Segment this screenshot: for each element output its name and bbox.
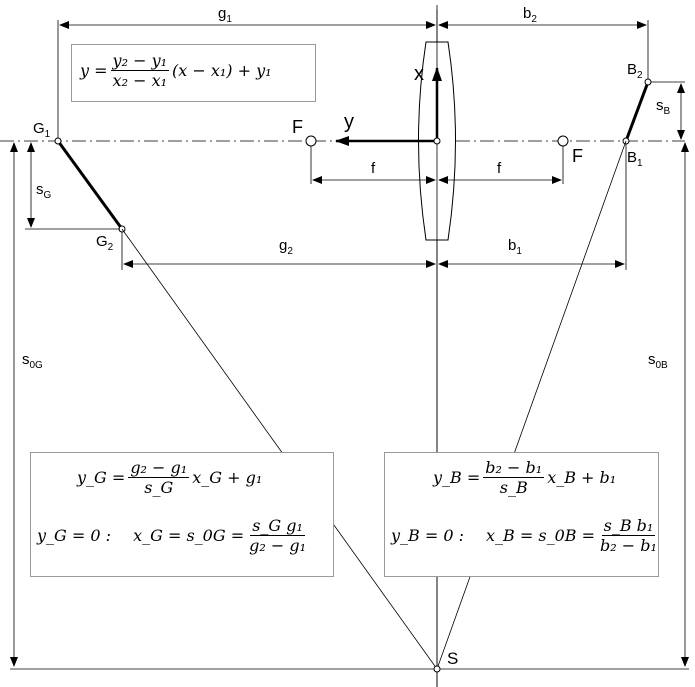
fb-row1-fraction: b₂ − b₁ s_B [483, 458, 545, 497]
fb-row1-den: s_B [499, 478, 528, 497]
formula-line-equation: y = y₂ − y₁ x₂ − x₁ (x − x₁) + y₁ [71, 44, 316, 102]
label-f-right: f [497, 160, 502, 177]
image-arrow [624, 81, 650, 142]
fg-row2-den: g₂ − g₁ [249, 536, 306, 555]
formula-object-equation: y_G = g₂ − g₁ s_G x_G + g₁ y_G = 0 : x_G… [30, 452, 334, 577]
fb-row2-cond: y_B = 0 : [391, 526, 465, 545]
point-S [433, 665, 441, 673]
fb-row2-mid: x_B = s_0B = [486, 526, 596, 545]
label-B1: B1 [627, 149, 643, 169]
fb-row2-fraction: s_B b₁ b₂ − b₁ [598, 517, 659, 554]
label-G2: G2 [96, 233, 114, 253]
label-s0B: s0B [648, 351, 668, 371]
point-B2 [644, 78, 652, 86]
fg-row2-fraction: s_G g₁ g₂ − g₁ [247, 517, 308, 554]
fg-row1-den: s_G [144, 478, 174, 497]
fg-row1-lhs: y_G = [77, 468, 126, 487]
object-arrow [56, 140, 124, 230]
label-y-axis: y [344, 111, 354, 133]
fl-rest: (x − x₁) + y₁ [172, 61, 272, 80]
label-b2: b2 [523, 5, 537, 25]
label-sG: sG [36, 181, 52, 201]
point-G1 [54, 137, 62, 145]
label-S: S [447, 649, 458, 668]
label-g1: g1 [218, 5, 232, 25]
fb-row1-lhs: y_B = [433, 468, 481, 487]
fg-row1-rest: x_G + g₁ [192, 468, 263, 487]
fg-row2-cond: y_G = 0 : [37, 526, 112, 545]
formula-image-equation: y_B = b₂ − b₁ s_B x_B + b₁ y_B = 0 : x_B… [384, 452, 659, 577]
fg-row1-fraction: g₂ − g₁ s_G [128, 458, 190, 497]
ray-G2-to-S [121, 228, 438, 670]
fg-row2-num: s_G g₁ [250, 516, 305, 536]
fg-row2-mid: x_G = s_0G = [133, 526, 245, 545]
focal-point-left [305, 135, 317, 147]
label-sB: sB [656, 97, 671, 117]
fl-num: y₂ − y₁ [110, 51, 170, 71]
label-B2: B2 [627, 61, 643, 81]
label-F-right: F [572, 146, 583, 166]
label-g2: g2 [279, 237, 293, 257]
fb-row1-num: b₂ − b₁ [483, 458, 545, 478]
label-x-axis: x [414, 63, 424, 85]
ray-B1-to-S [436, 140, 627, 670]
label-b1: b1 [508, 237, 522, 257]
fb-row1-rest: x_B + b₁ [547, 468, 617, 487]
fl-fraction: y₂ − y₁ x₂ − x₁ [110, 51, 170, 90]
fb-row2-den: b₂ − b₁ [600, 536, 657, 555]
fl-lhs: y = [80, 61, 108, 80]
label-G1: G1 [33, 120, 51, 140]
fb-row2-num: s_B b₁ [601, 516, 656, 536]
fl-den: x₂ − x₁ [112, 71, 167, 90]
label-f-left: f [371, 160, 376, 177]
label-F-left: F [292, 117, 303, 137]
label-s0G: s0G [22, 351, 43, 371]
origin-point [433, 137, 441, 145]
focal-point-right [557, 135, 569, 147]
fg-row1-num: g₂ − g₁ [128, 458, 190, 478]
